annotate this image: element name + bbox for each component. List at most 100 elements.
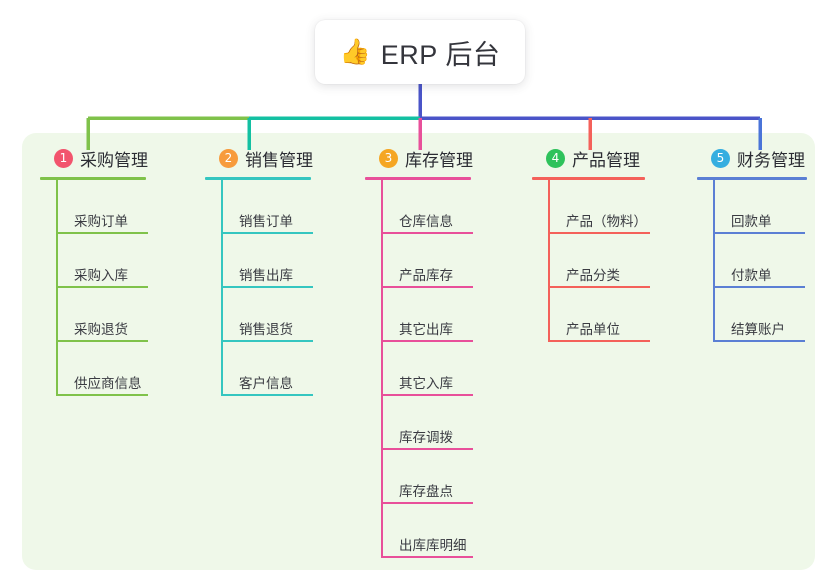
leaf-item[interactable]: 产品单位: [550, 288, 650, 342]
leaf-item[interactable]: 产品分类: [550, 234, 650, 288]
leaf-item[interactable]: 回款单: [715, 180, 807, 234]
leaf-item-underline: [58, 286, 148, 288]
branch-title-5: 财务管理: [737, 150, 805, 170]
leaf-item-label: 结算账户: [731, 321, 785, 337]
leaf-item-label: 产品分类: [566, 267, 620, 283]
branch-badge-3: 3: [379, 148, 398, 168]
leaf-item[interactable]: 出库库明细: [383, 504, 473, 558]
branch-header-1[interactable]: 1 采购管理: [40, 145, 148, 171]
branch-underline-2: [205, 177, 311, 180]
leaf-item[interactable]: 销售出库: [223, 234, 313, 288]
leaf-item-label: 其它出库: [399, 321, 453, 337]
branch-underline-1: [40, 177, 146, 180]
branch-column-1: 1 采购管理采购订单采购入库采购退货供应商信息: [40, 145, 148, 396]
branch-header-5[interactable]: 5 财务管理: [697, 145, 807, 171]
leaf-item[interactable]: 供应商信息: [58, 342, 148, 396]
leaf-item[interactable]: 销售订单: [223, 180, 313, 234]
diagram-panel-background: [22, 133, 815, 570]
leaf-item-underline: [223, 286, 313, 288]
leaf-item[interactable]: 付款单: [715, 234, 807, 288]
leaf-item-label: 客户信息: [239, 375, 293, 391]
leaf-item[interactable]: 产品（物料）: [550, 180, 650, 234]
branch-column-5: 5 财务管理回款单付款单结算账户: [697, 145, 807, 342]
branch-badge-1: 1: [54, 148, 73, 168]
leaf-item-underline: [383, 448, 473, 450]
leaf-item-label: 库存调拨: [399, 429, 453, 445]
branch-title-4: 产品管理: [572, 150, 640, 170]
branch-spine-1: [56, 180, 58, 396]
branch-items-3: 仓库信息产品库存其它出库其它入库库存调拨库存盘点出库库明细: [365, 180, 473, 558]
branch-column-2: 2 销售管理销售订单销售出库销售退货客户信息: [205, 145, 313, 396]
branch-spine-5: [713, 180, 715, 342]
leaf-item[interactable]: 客户信息: [223, 342, 313, 396]
leaf-item[interactable]: 库存调拨: [383, 396, 473, 450]
branch-header-4[interactable]: 4 产品管理: [532, 145, 647, 171]
leaf-item[interactable]: 采购订单: [58, 180, 148, 234]
leaf-item-label: 销售退货: [239, 321, 293, 337]
leaf-item-underline: [383, 232, 473, 234]
leaf-item-underline: [550, 340, 650, 342]
leaf-item-underline: [550, 232, 650, 234]
leaf-item-underline: [715, 286, 805, 288]
branch-title-1: 采购管理: [80, 150, 148, 170]
leaf-item-underline: [383, 340, 473, 342]
branch-underline-3: [365, 177, 471, 180]
leaf-item-label: 销售订单: [239, 213, 293, 229]
leaf-item[interactable]: 产品库存: [383, 234, 473, 288]
leaf-item-underline: [383, 286, 473, 288]
branch-items-2: 销售订单销售出库销售退货客户信息: [205, 180, 313, 396]
leaf-item-underline: [58, 232, 148, 234]
leaf-item[interactable]: 采购退货: [58, 288, 148, 342]
leaf-item[interactable]: 结算账户: [715, 288, 807, 342]
leaf-item-label: 采购入库: [74, 267, 128, 283]
branch-items-1: 采购订单采购入库采购退货供应商信息: [40, 180, 148, 396]
leaf-item-underline: [715, 340, 805, 342]
leaf-item[interactable]: 仓库信息: [383, 180, 473, 234]
branch-title-2: 销售管理: [245, 150, 313, 170]
leaf-item-label: 产品库存: [399, 267, 453, 283]
branch-spine-3: [381, 180, 383, 558]
leaf-item-label: 仓库信息: [399, 213, 453, 229]
leaf-item-label: 销售出库: [239, 267, 293, 283]
branch-title-3: 库存管理: [405, 150, 473, 170]
leaf-item-underline: [383, 394, 473, 396]
leaf-item[interactable]: 采购入库: [58, 234, 148, 288]
leaf-item-underline: [550, 286, 650, 288]
branch-underline-5: [697, 177, 807, 180]
leaf-item-underline: [223, 394, 313, 396]
branch-header-2[interactable]: 2 销售管理: [205, 145, 313, 171]
leaf-item-label: 供应商信息: [74, 375, 142, 391]
branch-items-4: 产品（物料） 产品分类产品单位: [532, 180, 650, 342]
leaf-item-label: 采购订单: [74, 213, 128, 229]
thumbs-up-icon: 👍: [339, 37, 371, 66]
leaf-item-underline: [223, 232, 313, 234]
leaf-item-underline: [383, 556, 473, 558]
leaf-item-underline: [715, 232, 805, 234]
branch-badge-2: 2: [219, 148, 238, 168]
leaf-item[interactable]: 其它出库: [383, 288, 473, 342]
leaf-item-label: 出库库明细: [399, 537, 467, 553]
branch-spine-4: [548, 180, 550, 342]
branch-badge-4: 4: [546, 148, 565, 168]
leaf-item[interactable]: 销售退货: [223, 288, 313, 342]
branch-column-3: 3 库存管理仓库信息产品库存其它出库其它入库库存调拨库存盘点出库库明细: [365, 145, 473, 558]
leaf-item-underline: [383, 502, 473, 504]
leaf-item-label: 库存盘点: [399, 483, 453, 499]
leaf-item-underline: [223, 340, 313, 342]
leaf-item-label: 产品（物料）: [566, 213, 647, 229]
leaf-item[interactable]: 库存盘点: [383, 450, 473, 504]
branch-badge-5: 5: [711, 148, 730, 168]
root-node-title: ERP 后台: [380, 39, 501, 70]
leaf-item-label: 其它入库: [399, 375, 453, 391]
leaf-item-label: 回款单: [731, 213, 772, 229]
leaf-item[interactable]: 其它入库: [383, 342, 473, 396]
leaf-item-label: 付款单: [731, 267, 772, 283]
branch-underline-4: [532, 177, 645, 180]
leaf-item-label: 采购退货: [74, 321, 128, 337]
root-node-card[interactable]: 👍 ERP 后台: [315, 20, 525, 84]
branch-column-4: 4 产品管理产品（物料） 产品分类产品单位: [532, 145, 650, 342]
branch-header-3[interactable]: 3 库存管理: [365, 145, 473, 171]
branch-items-5: 回款单付款单结算账户: [697, 180, 807, 342]
leaf-item-underline: [58, 340, 148, 342]
